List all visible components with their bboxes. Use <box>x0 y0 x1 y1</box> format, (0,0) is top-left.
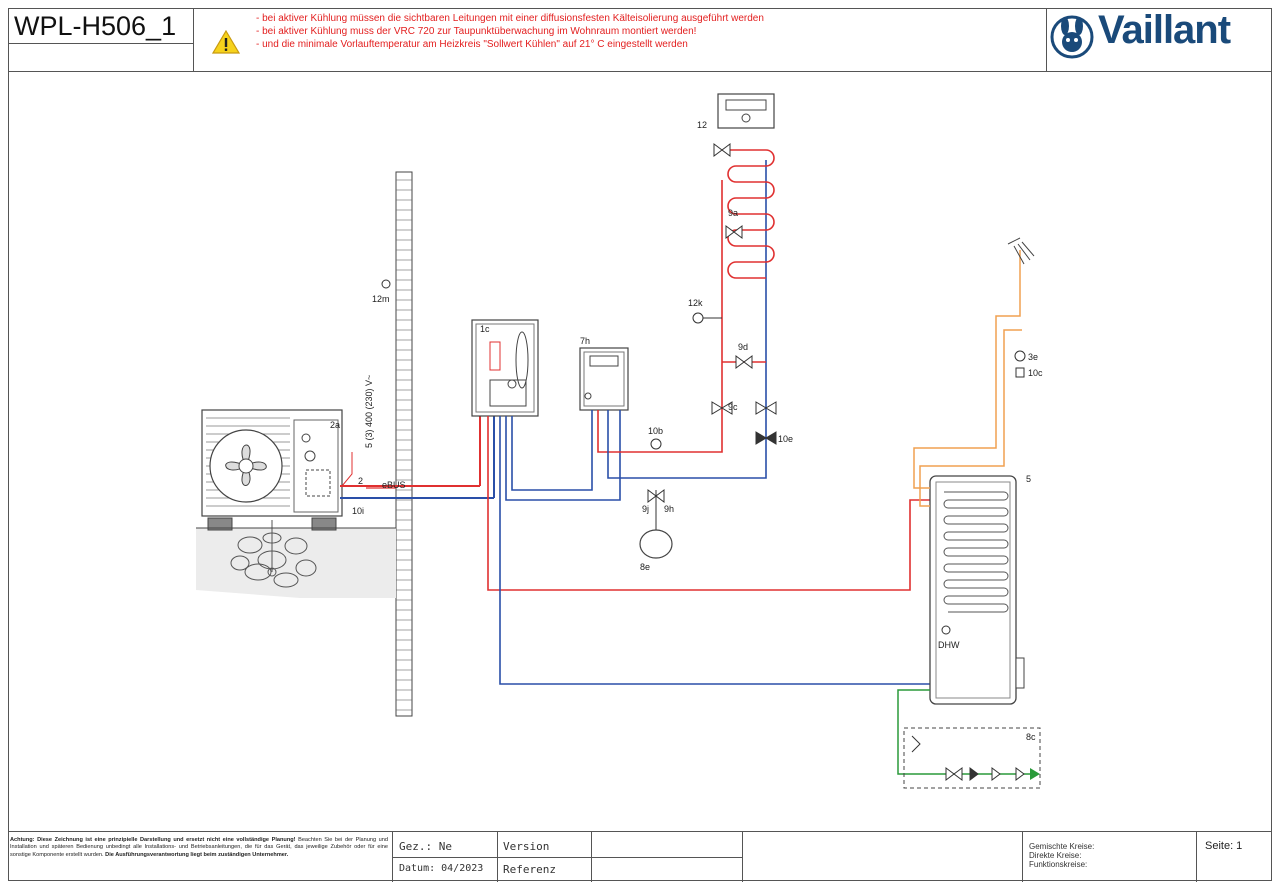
outdoor-heat-pump-unit <box>201 409 343 531</box>
water-meter-icon <box>1015 367 1025 378</box>
dhw-storage-tank-5 <box>929 475 1025 705</box>
label-hydraulic-module: 1c <box>480 324 490 334</box>
room-controller-12 <box>717 93 775 129</box>
label-gauge: 10b <box>648 426 663 436</box>
warning-line: - bei aktiver Kühlung müssen die sichtba… <box>256 13 764 24</box>
footer-info-cells: Gez.: Ne Version Datum: 04/2023 Referenz <box>392 832 743 882</box>
label-heat-pump: 2a <box>330 420 340 430</box>
pressure-gauge-icon <box>650 438 662 450</box>
label-expansion-vessel: 8e <box>640 562 650 572</box>
reference-label: Referenz <box>503 863 556 876</box>
mixing-valve-icon <box>1014 350 1026 362</box>
footer-empty-cell <box>742 832 1022 882</box>
supply-return-lines <box>487 160 930 685</box>
circuit-direct: Direkte Kreise: <box>1029 851 1082 860</box>
footer-col-divider <box>497 832 498 882</box>
warning-line: - und die minimale Vorlauftemperatur am … <box>256 39 688 50</box>
cold-water-inlet-arrow-icon <box>1030 768 1040 780</box>
expansion-vessel-8e <box>639 489 673 559</box>
warning-icon <box>212 30 240 54</box>
disclaimer-bold: Achtung: Diese Zeichnung ist eine prinzi… <box>10 837 296 843</box>
label-valve-9j: 9j <box>642 504 649 514</box>
disclaimer: Achtung: Diese Zeichnung ist eine prinzi… <box>10 837 388 859</box>
ground-gravel <box>196 520 396 598</box>
label-valve-10e: 10e <box>778 434 793 444</box>
version-label: Version <box>503 840 550 853</box>
label-ebus: eBUS <box>382 480 406 490</box>
circuit-function: Funktionskreise: <box>1029 860 1088 869</box>
temperature-sensor-icon <box>692 312 704 324</box>
label-dhw-sensor: DHW <box>938 640 960 650</box>
label-mixing-module: 7h <box>580 336 590 346</box>
drawing-code: WPL-H506_1 <box>8 8 194 44</box>
label-bus-cable: 2 <box>358 476 363 486</box>
title-block-footer: Achtung: Diese Zeichnung ist eine prinzi… <box>8 831 1272 882</box>
circuit-list: Gemischte Kreise: Direkte Kreise: Funkti… <box>1029 842 1094 869</box>
label-electric-supply: 5 (3) 400 (230) V~ <box>364 375 374 448</box>
footer-col-divider <box>591 832 592 882</box>
outdoor-sensor-icon <box>381 279 391 289</box>
label-overflow-valve: 9a <box>728 208 738 218</box>
hot-water-line <box>913 250 1022 507</box>
label-valve-9c: 9c <box>728 402 738 412</box>
logo-box <box>1046 8 1272 72</box>
brand-logo-text: Vaillant <box>1098 8 1231 52</box>
footer-page-cell: Seite: 1 <box>1196 832 1272 882</box>
title-block-header: WPL-H506_1 <box>8 8 1272 72</box>
heat-pump-pipes <box>340 416 495 499</box>
date: Datum: 04/2023 <box>399 863 484 874</box>
warning-line: - bei aktiver Kühlung muss der VRC 720 z… <box>256 26 697 37</box>
footer-circuits-cell: Gemischte Kreise: Direkte Kreise: Funkti… <box>1022 832 1196 882</box>
mixing-module-7h <box>579 347 629 411</box>
label-storage-tank: 5 <box>1026 474 1031 484</box>
valves <box>711 143 777 445</box>
label-safety-group: 8c <box>1026 732 1036 742</box>
hydraulic-module-1c <box>471 319 539 417</box>
warning-lines: - bei aktiver Kühlung müssen die sichtba… <box>256 12 764 51</box>
house-wall <box>395 171 413 717</box>
label-valve-9h: 9h <box>664 504 674 514</box>
cold-water-line <box>897 689 1030 775</box>
label-bypass-valve: 9d <box>738 342 748 352</box>
hydraulic-diagram: 12 12m 5 (3) 400 (230) V~ 2a 2 eBUS 10i … <box>196 93 1043 789</box>
drawing-frame <box>8 8 1272 881</box>
shower-head-icon <box>1007 237 1035 265</box>
drawn-by: Gez.: Ne <box>399 840 452 853</box>
disclaimer-bold-2: Die Ausführungsverantwortung liegt beim … <box>105 851 289 858</box>
label-wall-sensor: 12m <box>372 294 390 304</box>
disclaimer-text: Beachten Sie bei der Planung und Install… <box>10 837 389 858</box>
label-meter-10c: 10c <box>1028 368 1043 378</box>
safety-group-fittings <box>911 735 1025 781</box>
drawing-code-box: WPL-H506_1 <box>8 8 194 72</box>
label-sensor-12k: 12k <box>688 298 703 308</box>
label-wall-duct: 10i <box>352 506 364 516</box>
page-number: Seite: 1 <box>1205 840 1243 852</box>
brand-rabbit-emblem-icon <box>1050 15 1094 59</box>
circuit-mixed: Gemischte Kreise: <box>1029 842 1095 851</box>
label-mixing-valve-3e: 3e <box>1028 352 1038 362</box>
label-controller: 12 <box>697 120 707 130</box>
footer-row-divider <box>393 857 743 858</box>
floor-heating-coil <box>722 149 775 279</box>
